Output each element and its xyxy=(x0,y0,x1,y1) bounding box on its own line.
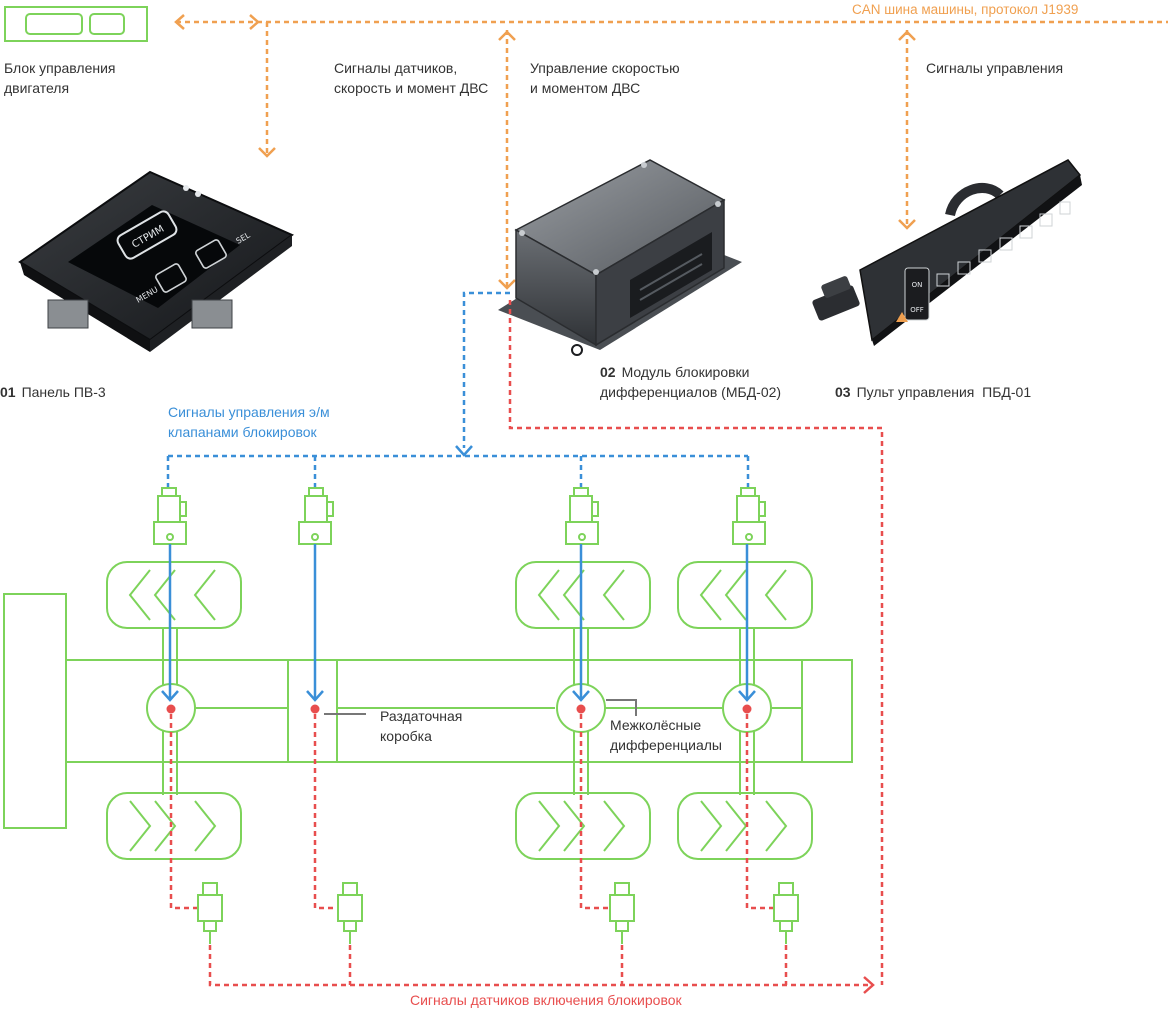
wheel-1-bottom xyxy=(106,792,242,860)
valve-2 xyxy=(298,487,334,545)
sensor-2 xyxy=(337,882,363,944)
wheel-4-bottom xyxy=(677,792,813,860)
device-03-caption: 03 Пульт управления ПБД-01 xyxy=(835,362,1031,402)
panel-pv3-image: СТРИМ MENU SEL xyxy=(18,170,294,352)
lock-sensor-signals-label: Сигналы датчиков включения блокировок xyxy=(410,992,682,1008)
wheel-3-bottom xyxy=(515,792,651,860)
sensor-signal-lines xyxy=(169,300,884,987)
valve-1 xyxy=(153,487,187,545)
device-02-name: Модуль блокировки дифференциалов (МБД-02… xyxy=(600,364,782,400)
device-01-caption: 01 Панель ПВ-3 xyxy=(0,362,106,402)
device-01-name: Панель ПВ-3 xyxy=(21,384,106,400)
lock-sensors xyxy=(197,882,799,944)
valve-3 xyxy=(565,487,599,545)
solenoid-valves xyxy=(153,487,766,545)
valve-signal-arrowhead xyxy=(455,445,473,457)
valve-signal-lines xyxy=(166,291,750,488)
speed-control-label: Управление скоростью и моментом ДВС xyxy=(530,60,680,96)
wheel-4-top xyxy=(677,561,813,629)
valve-signals-label: Сигналы управления э/м клапанами блокиро… xyxy=(168,404,330,440)
callout-leaders xyxy=(324,699,637,716)
sensor-points xyxy=(166,704,752,714)
off-key-label: OFF xyxy=(910,306,924,314)
device-02-number: 02 xyxy=(600,364,616,380)
ecu-icon xyxy=(4,6,148,42)
device-03-number: 03 xyxy=(835,384,851,400)
device-03-name: Пульт управления ПБД-01 xyxy=(856,384,1032,400)
ecu-label: Блок управления двигателя xyxy=(4,60,116,96)
valve-4 xyxy=(732,487,766,545)
can-arrowheads xyxy=(174,14,916,290)
interaxle-diff-label: Межколёсные дифференциалы xyxy=(610,717,722,753)
can-bus-lines xyxy=(176,20,1168,290)
sensor-1 xyxy=(197,882,223,944)
transfer-case-label: Раздаточная коробка xyxy=(380,708,463,744)
sensor-signal-arrowhead xyxy=(863,976,875,994)
device-01-number: 01 xyxy=(0,384,16,400)
wheel-3-top xyxy=(515,561,651,629)
can-bus-label: CAN шина машины, протокол J1939 xyxy=(852,2,1079,17)
module-mbd02-image xyxy=(498,159,742,356)
sensor-signals-label: Сигналы датчиков, скорость и момент ДВС xyxy=(334,60,489,96)
sensor-4 xyxy=(773,882,799,944)
wheel-1-top xyxy=(106,561,242,629)
on-key-label: ON xyxy=(912,281,923,289)
sensor-3 xyxy=(609,882,635,944)
valve-actuation-arrows xyxy=(161,544,756,702)
remote-pbd01-image: ON OFF xyxy=(812,159,1082,346)
vehicle-chassis xyxy=(3,593,853,829)
control-signals-label: Сигналы управления xyxy=(926,60,1064,76)
